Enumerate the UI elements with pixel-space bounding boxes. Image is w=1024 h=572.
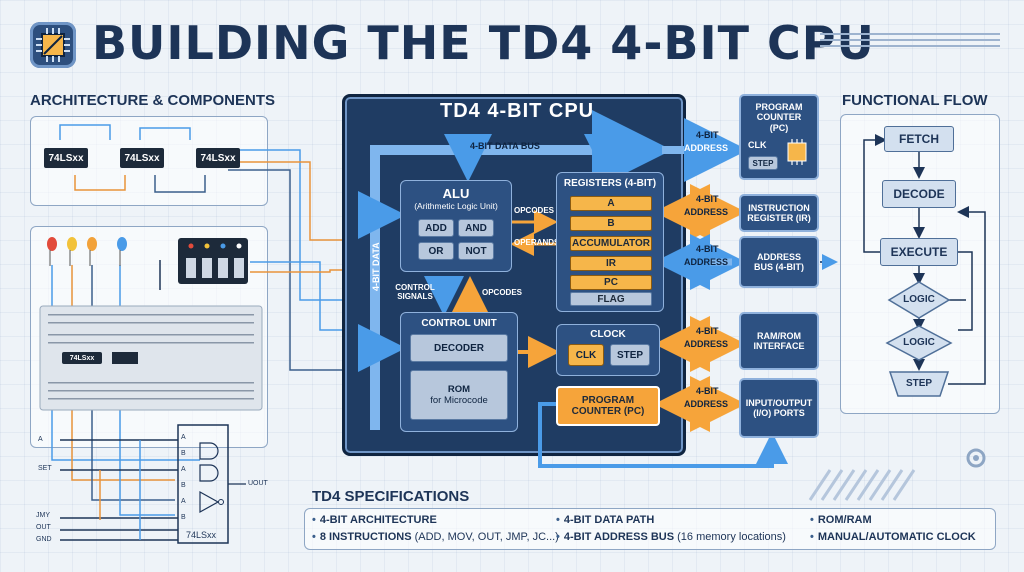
gate-pin-a1: A (181, 434, 186, 441)
ram-line2: INTERFACE (753, 341, 805, 351)
pin-label-out: OUT (36, 524, 51, 531)
conn3-bottom: ADDRESS (684, 257, 729, 267)
cpu-chip-logo (30, 22, 76, 68)
addr-line2: BUS (4-BIT) (754, 262, 804, 272)
logic-chip-1: 74LSxx (44, 148, 88, 168)
pc-side-step[interactable]: STEP (748, 156, 778, 170)
rom-title: ROM (447, 384, 471, 395)
gate-output-label: UOUT (248, 480, 268, 487)
program-counter-block: PROGRAM COUNTER (PC) (556, 386, 660, 426)
step-button[interactable]: STEP (610, 344, 650, 366)
instruction-register-box: INSTRUCTION REGISTER (IR) (739, 194, 819, 232)
opcodes-label: OPCODES (514, 206, 555, 215)
register-ir: IR (570, 256, 652, 271)
conn1-bottom: ADDRESS (684, 143, 729, 153)
flow-heading: FUNCTIONAL FLOW (842, 92, 988, 109)
page-title: BUILDING THE TD4 4-BIT CPU (92, 16, 875, 70)
decoder-block: DECODER (410, 334, 508, 362)
pin-label-set: SET (38, 465, 52, 472)
cpu-title: TD4 4-BIT CPU (440, 100, 595, 122)
spec-architecture: •4-BIT ARCHITECTURE (312, 514, 437, 526)
alu-subtitle: (Arithmetic Logic Unit) (414, 201, 498, 211)
pc-line2: COUNTER (PC) (571, 406, 645, 417)
alu-title: ALU (442, 186, 470, 201)
gate-chip-label: 74LSxx (186, 530, 217, 540)
gate-pin-b2: B (181, 482, 186, 489)
spec-instructions: •8 INSTRUCTIONS (ADD, MOV, OUT, JMP, JC.… (312, 531, 559, 543)
spec-clock: •MANUAL/AUTOMATIC CLOCK (810, 531, 976, 543)
clk-button[interactable]: CLK (568, 344, 604, 366)
register-pc: PC (570, 275, 652, 290)
flow-execute: EXECUTE (880, 238, 958, 266)
gate-pin-a3: A (181, 498, 186, 505)
pin-label-gnd: GND (36, 536, 52, 543)
rom-subtitle: for Microcode (430, 395, 488, 406)
pin-label-a: A (38, 436, 43, 443)
data-bus-label: 4-BIT DATA BUS (470, 141, 540, 151)
conn4-bottom: ADDRESS (684, 339, 729, 349)
ram-line1: RAM/ROM (757, 330, 801, 341)
alu-op-add: ADD (418, 219, 454, 237)
register-accumulator: ACCUMULATOR (570, 236, 652, 251)
spec-address-bus: •4-BIT ADDRESS BUS (16 memory locations) (556, 531, 786, 543)
ram-rom-box: RAM/ROM INTERFACE (739, 312, 819, 370)
pc-side-line3: (PC) (769, 122, 789, 133)
io-ports-box: INPUT/OUTPUT (I/O) PORTS (739, 378, 819, 438)
pc-side-line2: COUNTER (756, 112, 802, 123)
addr-line1: ADDRESS (756, 251, 801, 262)
pc-side-clk: CLK (748, 140, 767, 150)
registers-title: REGISTERS (4-BIT) (563, 178, 657, 189)
ir-line2: REGISTER (IR) (747, 213, 811, 223)
flow-fetch: FETCH (884, 126, 954, 152)
pc-line1: PROGRAM (581, 395, 635, 406)
flow-logic-1: LOGIC (903, 294, 935, 305)
flow-logic-2: LOGIC (903, 337, 935, 348)
conn1-top: 4-BIT (696, 130, 719, 140)
io-line1: INPUT/OUTPUT (745, 397, 813, 408)
address-bus-box: ADDRESS BUS (4-BIT) (739, 236, 819, 288)
gate-pin-b3: B (181, 514, 186, 521)
rom-block: ROM for Microcode (410, 370, 508, 420)
architecture-heading: ARCHITECTURE & COMPONENTS (30, 92, 276, 109)
breadboard-chip: 74LSxx (62, 352, 102, 364)
logic-chip-3: 74LSxx (196, 148, 240, 168)
conn2-top: 4-BIT (696, 194, 719, 204)
control-unit-title: CONTROL UNIT (421, 318, 497, 329)
alu-op-not: NOT (458, 242, 494, 260)
clock-title: CLOCK (590, 329, 626, 340)
register-a: A (570, 196, 652, 211)
gate-pin-a2: A (181, 466, 186, 473)
io-line2: (I/O) PORTS (753, 408, 805, 418)
flow-step: STEP (905, 378, 933, 389)
specs-panel (304, 508, 996, 550)
register-flag: FLAG (570, 292, 652, 306)
pin-label-jmy: JMY (36, 512, 50, 519)
conn5-bottom: ADDRESS (684, 399, 729, 409)
ir-line1: INSTRUCTION (748, 202, 810, 213)
conn2-bottom: ADDRESS (684, 207, 729, 217)
opcodes-label-2: OPCODES (482, 288, 523, 297)
control-signals-label: CONTROL SIGNALS (395, 283, 435, 301)
specs-heading: TD4 SPECIFICATIONS (312, 488, 470, 505)
alu-op-or: OR (418, 242, 454, 260)
spec-data-path: •4-BIT DATA PATH (556, 514, 655, 526)
pc-side-line1: PROGRAM (755, 102, 803, 112)
conn3-top: 4-BIT (696, 244, 719, 254)
logic-chip-2: 74LSxx (120, 148, 164, 168)
conn5-top: 4-BIT (696, 386, 719, 396)
spec-rom-ram: •ROM/RAM (810, 514, 872, 526)
gate-pin-b1: B (181, 450, 186, 457)
operands-label: OPERANDS (514, 238, 560, 247)
alu-op-and: AND (458, 219, 494, 237)
flow-decode: DECODE (882, 180, 956, 208)
conn4-top: 4-BIT (696, 326, 719, 336)
register-b: B (570, 216, 652, 231)
